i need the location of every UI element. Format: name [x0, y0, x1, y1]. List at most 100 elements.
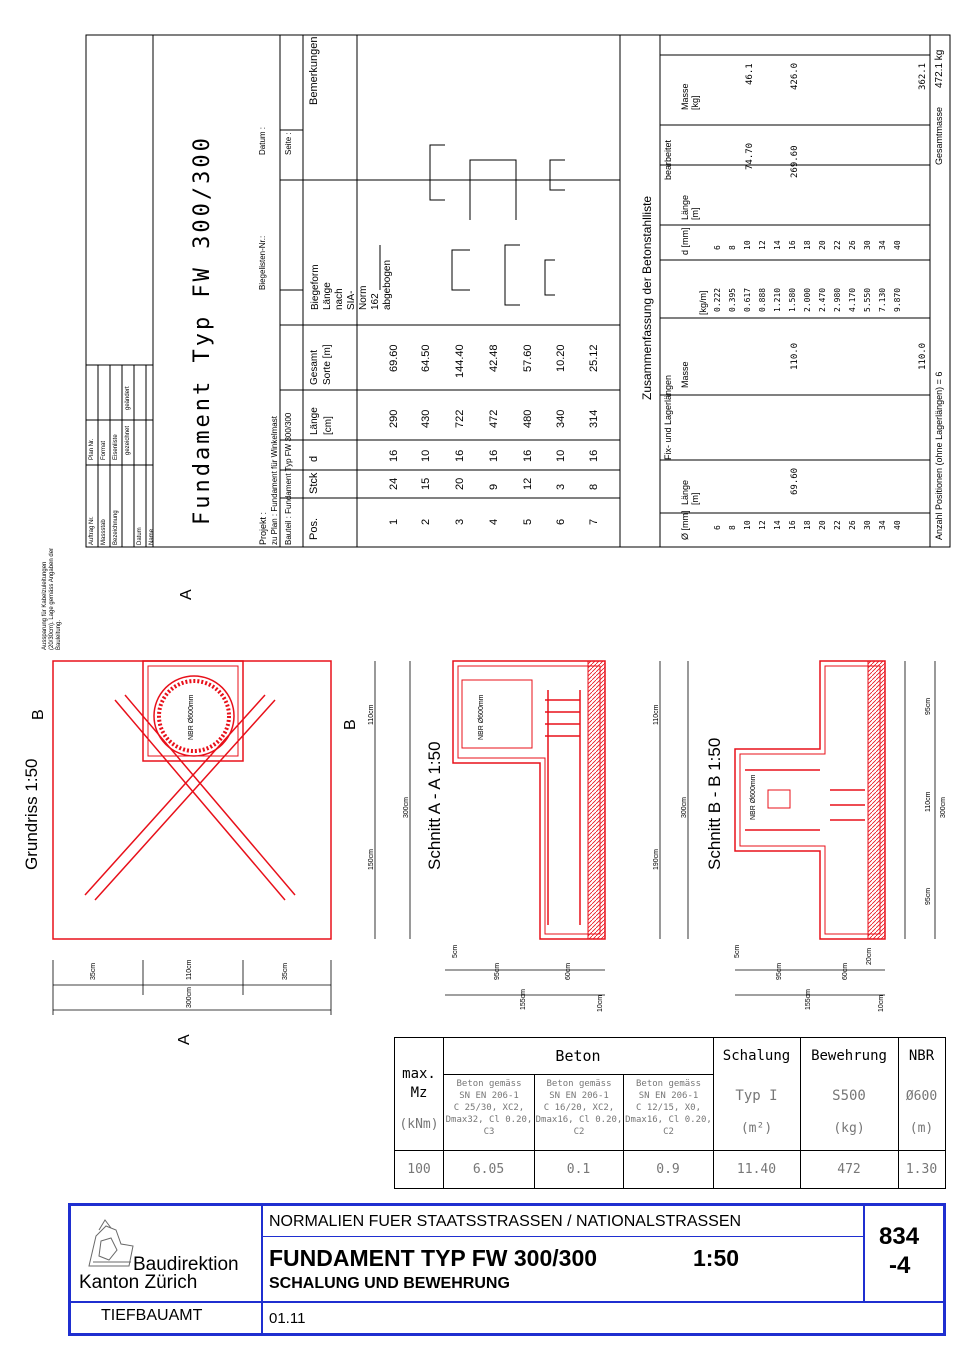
section-a-marker-top: A	[178, 589, 195, 600]
row-6-d: 10	[555, 449, 567, 462]
dim-bb-10: 10cm	[878, 994, 885, 1012]
schalung-typ: Typ I	[735, 1088, 778, 1104]
row-4-gesamt: 42.48	[488, 344, 500, 372]
bearb-masse-10: 46.1	[745, 63, 755, 85]
schnitt-bb-label: Schnitt B - B 1:50	[705, 737, 724, 870]
dia-r-14: 14	[773, 240, 782, 250]
dim-grund-35-right: 35cm	[282, 962, 289, 980]
grundriss-label: Grundriss 1:50	[22, 758, 41, 871]
nbr-label-bb: NBR Ø600mm	[750, 774, 757, 820]
schnitt-bb-drawing	[734, 660, 886, 940]
dia-r-34: 34	[878, 240, 887, 250]
dia-18: 18	[803, 520, 812, 530]
dia-26: 26	[848, 520, 857, 530]
col-biegeform: Biegeform Länge nach SIA-Norm 162 abgebo…	[310, 259, 393, 310]
schalung-value: 11.40	[736, 1162, 777, 1177]
gesamtmasse-label: Gesamtmasse	[934, 106, 944, 165]
dia-r-22: 22	[833, 240, 842, 250]
dia-40: 40	[893, 520, 902, 530]
dim-aa-v-190: 190cm	[653, 848, 660, 870]
col-gesamt: Gesamt Sorte [m]	[309, 344, 333, 385]
nbr-typ: Ø600	[905, 1088, 938, 1104]
kgm-30: 5.550	[863, 287, 872, 312]
drawing-scale: 1:50	[693, 1245, 740, 1271]
nbr-value: 1.30	[905, 1162, 938, 1177]
dia-r-10: 10	[743, 240, 752, 250]
dia-12: 12	[758, 520, 767, 530]
bewehrung-value: 472	[837, 1162, 861, 1177]
beton3-l3: C 12/15, X0,	[635, 1103, 702, 1113]
sheet-sub: -4	[889, 1252, 911, 1279]
row-7-d: 16	[588, 449, 600, 462]
dim-bb-5: 5cm	[734, 944, 741, 958]
header-plan-nr: Plan Nr.	[89, 438, 95, 460]
row-3-gesamt: 144.40	[454, 344, 466, 378]
kgm-16: 1.580	[788, 287, 797, 312]
dim-bb-155: 155cm	[805, 988, 812, 1010]
summary-kgm-header: [kg/m]	[698, 290, 708, 315]
header-name: Name	[149, 528, 155, 545]
dim-bb-v-95-top: 95cm	[925, 697, 932, 715]
plan-title: Fundament Typ FW 300/300	[190, 135, 215, 525]
summary-phi-header: Ø [mm]	[680, 510, 690, 541]
col-pos: Pos.	[308, 517, 320, 540]
row-2-laenge: 430	[420, 409, 432, 428]
dim-grund-v-110: 110cm	[368, 704, 375, 726]
kgm-26: 4.170	[848, 287, 857, 312]
seite-label: Seite :	[284, 132, 293, 155]
fix-laenge-16: 69.60	[790, 467, 800, 495]
header-datum: Datum	[137, 527, 143, 545]
dia-r-26: 26	[848, 240, 857, 250]
title-block: Baudirektion Kanton Zürich TIEFBAUAMT NO…	[68, 1203, 946, 1336]
row-4-stck: 9	[488, 483, 500, 490]
material-table: max. Mz (kNm) Beton Schalung Bewehrung N…	[394, 1037, 946, 1189]
dim-bb-95: 95cm	[776, 962, 783, 980]
row-3-pos: 3	[454, 518, 466, 525]
dim-grund-v-300: 300cm	[403, 796, 410, 818]
kgm-34: 7.130	[878, 287, 887, 312]
mz-value: 100	[407, 1162, 431, 1177]
header-auftrag: Auftrag Nr.	[89, 516, 95, 545]
bauteil-line: Bauteil : Fundament Typ FW 300/300	[284, 412, 293, 545]
header-massstab: Massstab	[101, 519, 107, 545]
row-5-gesamt: 57.60	[522, 344, 534, 372]
dia-10: 10	[743, 520, 752, 530]
bending-schedule-frame	[85, 34, 951, 548]
beton3-l4: Dmax16, Cl 0.20, C2	[625, 1115, 712, 1137]
canton-logo-icon	[88, 1219, 134, 1267]
dim-grund-35-left: 35cm	[90, 962, 97, 980]
amt-label: TIEFBAUAMT	[101, 1307, 203, 1324]
header-format: Format	[101, 440, 107, 460]
row-1-d: 16	[388, 449, 400, 462]
projekt-line: Projekt :	[258, 511, 268, 545]
beton3-l2: SN EN 206-1	[638, 1091, 699, 1101]
dim-aa-5: 5cm	[452, 944, 459, 958]
summary-masse-kg-header: Masse [kg]	[680, 83, 700, 110]
dia-14: 14	[773, 520, 782, 530]
row-4-d: 16	[488, 449, 500, 462]
beton1-l3: C 25/30, XC2,	[453, 1103, 525, 1113]
nbr-label-aa: NBR Ø600mm	[478, 694, 485, 740]
schnitt-aa-label: Schnitt A - A 1:50	[425, 741, 444, 870]
row-1-stck: 24	[388, 477, 400, 490]
dim-bb-60: 60cm	[842, 962, 849, 980]
row-4-pos: 4	[488, 518, 500, 525]
summary-bearbeitet: bearbeitet	[663, 139, 673, 180]
nbr-header: NBR	[908, 1048, 935, 1064]
dia-30: 30	[863, 520, 872, 530]
beton3-spec: Beton gemäss SN EN 206-1 C 12/15, X0, Dm…	[624, 1078, 713, 1138]
kgm-6: 0.222	[713, 287, 722, 312]
datum-label: Datum :	[258, 126, 267, 155]
beton2-l2: SN EN 206-1	[549, 1091, 609, 1101]
section-b-marker-left: B	[30, 709, 47, 720]
row-7-laenge: 314	[588, 409, 600, 428]
aussparung-note: Aussparung für Kabelzuleitungen (20/30cm…	[42, 547, 62, 650]
dim-bb-v-110: 110cm	[925, 791, 932, 813]
bearb-total: 362.1	[918, 62, 928, 90]
drawing-title: FUNDAMENT TYP FW 300/300	[269, 1245, 598, 1271]
row-5-pos: 5	[522, 518, 534, 525]
row-5-d: 16	[522, 449, 534, 462]
section-b-marker-right: B	[342, 719, 359, 730]
kgm-8: 0.395	[728, 287, 737, 312]
kgm-12: 0.888	[758, 287, 767, 312]
